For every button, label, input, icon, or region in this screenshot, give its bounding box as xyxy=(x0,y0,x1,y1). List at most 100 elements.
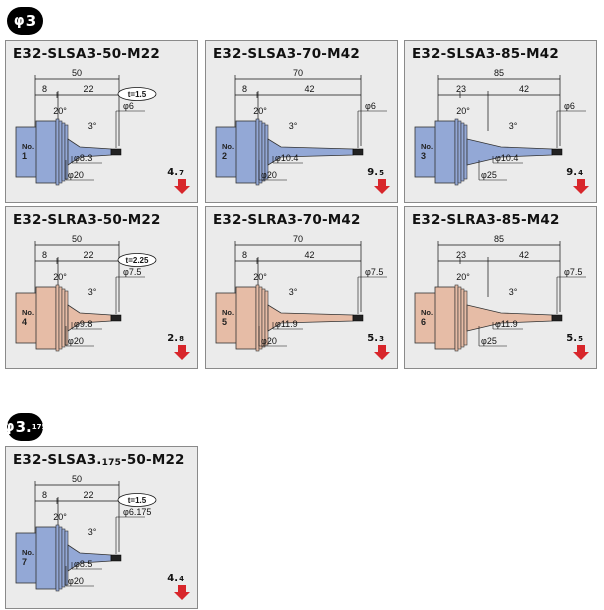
tip-diameter-label: φ6 xyxy=(564,101,575,111)
holder-number: 6 xyxy=(421,317,426,327)
weight-value: 2. xyxy=(167,333,178,344)
tip-length-label: 22 xyxy=(83,84,93,94)
model-title: E32-SLSA3.175-50-M22 xyxy=(13,452,185,468)
t-label-pill xyxy=(117,87,157,101)
weight-indicator: 2.8 xyxy=(167,333,190,360)
section-value: 3. xyxy=(15,418,32,436)
tip-diameter-label: φ7.5 xyxy=(564,267,582,277)
tool-tip xyxy=(110,314,122,322)
dimension-lines xyxy=(437,75,561,146)
nut-ring xyxy=(454,284,459,352)
down-arrow-icon xyxy=(573,179,589,194)
model-title-sub: 175 xyxy=(101,458,122,468)
angle-label: 20° xyxy=(53,512,67,522)
tool-tip xyxy=(110,554,122,562)
t-thickness-label: t=1.5 xyxy=(128,496,147,505)
holder-collar xyxy=(35,286,57,350)
nut-ring xyxy=(460,288,465,348)
overall-length-label: 85 xyxy=(494,68,504,78)
nut-ring xyxy=(55,284,60,352)
down-arrow-icon xyxy=(174,179,190,194)
mid-diameter-label: φ11.9 xyxy=(275,319,298,329)
taper-label: 3° xyxy=(88,287,97,297)
phi-symbol: φ xyxy=(13,13,25,29)
holder-number-label: No. xyxy=(222,142,234,151)
overall-length-label: 85 xyxy=(494,234,504,244)
tip-diameter-label: φ6.175 xyxy=(123,507,151,517)
neck-length-label: 8 xyxy=(242,250,247,260)
nut-ring xyxy=(454,118,459,186)
weight-indicator: 4.4 xyxy=(167,573,190,600)
weight-indicator: 5.5 xyxy=(566,333,589,360)
neck-length-label: 8 xyxy=(42,84,47,94)
holder-number: 7 xyxy=(22,557,27,567)
down-arrow-icon xyxy=(174,585,190,600)
weight-value: 4. xyxy=(167,573,178,584)
t-thickness-label: t=1.5 xyxy=(128,90,147,99)
down-arrow-icon xyxy=(573,345,589,360)
weight-value: 5. xyxy=(367,333,378,344)
base-diameter-label: φ20 xyxy=(68,576,84,586)
taper-label: 3° xyxy=(509,121,518,131)
angle-label: 20° xyxy=(253,272,267,282)
overall-length-label: 70 xyxy=(293,234,303,244)
taper-label: 3° xyxy=(88,121,97,131)
holder-number: 1 xyxy=(22,151,27,161)
weight-value: 4. xyxy=(167,167,178,178)
taper-label: 3° xyxy=(88,527,97,537)
taper-label: 3° xyxy=(509,287,518,297)
nut-ring xyxy=(255,118,260,186)
overall-length-label: 70 xyxy=(293,68,303,78)
mid-diameter-label: φ11.9 xyxy=(495,319,518,329)
nut-ring xyxy=(463,124,468,180)
holder-number-label: No. xyxy=(22,548,34,557)
holder-number-label: No. xyxy=(421,308,433,317)
nut-ring xyxy=(457,286,462,350)
nut-ring xyxy=(58,120,63,184)
nut-ring xyxy=(55,118,60,186)
angle-label: 20° xyxy=(253,106,267,116)
tip-length-label: 42 xyxy=(304,250,314,260)
down-arrow-icon xyxy=(374,345,390,360)
t-label-pill xyxy=(117,493,157,507)
t-thickness-label: t=2.25 xyxy=(126,256,149,265)
nut-ring xyxy=(58,526,63,590)
holder-collar xyxy=(235,286,257,350)
tip-diameter-label: φ6 xyxy=(123,101,134,111)
holder-number: 2 xyxy=(222,151,227,161)
holder-number: 5 xyxy=(222,317,227,327)
base-diameter-label: φ20 xyxy=(68,336,84,346)
mid-diameter-label: φ8.3 xyxy=(74,153,92,163)
neck-length-label: 23 xyxy=(456,250,466,260)
tip-diameter-label: φ7.5 xyxy=(123,267,141,277)
weight-value-sub: 4 xyxy=(578,169,583,177)
taper-label: 3° xyxy=(289,121,298,131)
tool-tip xyxy=(352,314,364,322)
nut-ring xyxy=(61,288,66,348)
taper-label: 3° xyxy=(289,287,298,297)
tip-length-label: 42 xyxy=(304,84,314,94)
nut-ring xyxy=(255,284,260,352)
mid-diameter-label: φ9.8 xyxy=(74,319,92,329)
mid-diameter-label: φ10.4 xyxy=(495,153,518,163)
weight-indicator: 5.3 xyxy=(367,333,390,360)
model-title: E32-SLSA3-50-M22 xyxy=(13,46,160,62)
mid-diameter-label: φ8.5 xyxy=(74,559,92,569)
angle-label: 20° xyxy=(53,106,67,116)
weight-value-sub: 7 xyxy=(179,169,184,177)
tool-tip xyxy=(110,148,122,156)
tip-length-label: 22 xyxy=(83,250,93,260)
holder-number: 3 xyxy=(421,151,426,161)
nut-ring xyxy=(58,286,63,350)
